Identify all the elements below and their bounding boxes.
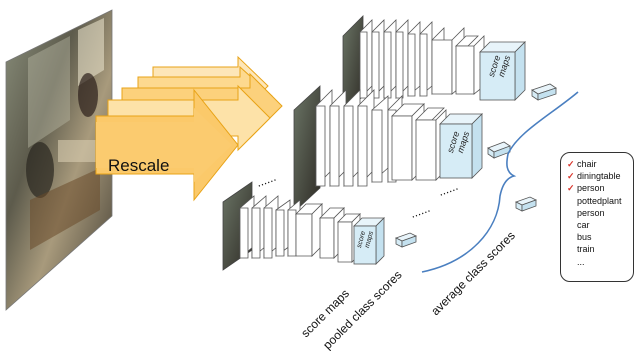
average-class-scores-label: average class scores	[428, 229, 518, 319]
class-item: bus	[567, 231, 633, 243]
ellipsis-3: ......	[436, 179, 460, 199]
class-item: train	[567, 243, 633, 255]
network-medium: score maps	[293, 85, 511, 213]
class-item-label: chair	[577, 159, 597, 169]
class-item: ✓person	[567, 182, 633, 194]
class-item-label: pottedplant	[577, 195, 622, 206]
class-item: ✓chair	[567, 158, 633, 170]
class-item: ✓diningtable	[567, 170, 633, 182]
ellipsis-2: ......	[408, 201, 432, 221]
map-box-text-small: score	[356, 230, 367, 248]
class-item-label: train	[577, 244, 595, 255]
network-large: score maps	[342, 15, 557, 117]
class-item: ...	[567, 256, 633, 268]
ellipsis-1: ......	[254, 170, 278, 190]
class-item-label: person	[577, 183, 605, 194]
class-item-label: ...	[577, 256, 585, 267]
class-item-label: bus	[577, 232, 592, 243]
check-icon: ✓	[567, 171, 575, 182]
class-item-label: person	[577, 207, 605, 218]
class-item-label: car	[577, 219, 590, 230]
average-brace	[421, 91, 579, 273]
class-item: pottedplant	[567, 195, 633, 207]
rescale-arrows	[95, 55, 283, 202]
map-box-text-small-2: maps	[364, 230, 375, 249]
check-icon: ✓	[567, 183, 575, 194]
class-item: car	[567, 219, 633, 231]
average-score-box	[514, 196, 538, 212]
check-icon: ✓	[567, 159, 575, 169]
network-small: score maps	[222, 181, 418, 271]
rescale-label: Rescale	[108, 156, 169, 175]
class-item: person	[567, 207, 633, 219]
input-image	[5, 9, 113, 311]
class-item-label: diningtable	[577, 171, 621, 182]
